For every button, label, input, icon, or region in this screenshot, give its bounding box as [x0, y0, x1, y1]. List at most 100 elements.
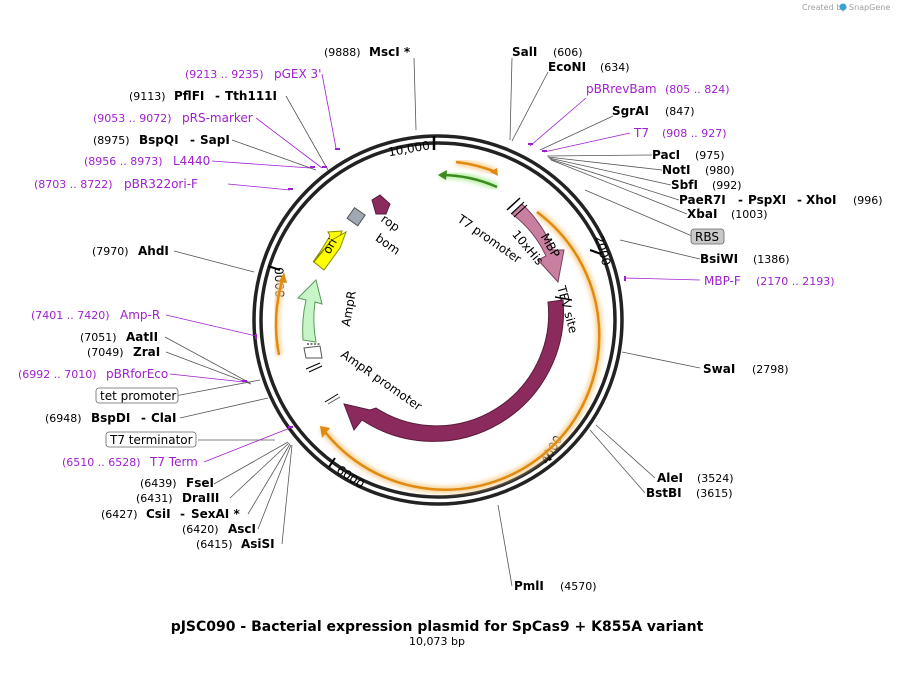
site-fseI-name[interactable]: FseI	[186, 476, 214, 490]
site-bspQI-name[interactable]: BspQI	[139, 133, 179, 147]
primer-marks	[242, 143, 626, 428]
primer-leader-lines	[165, 73, 701, 463]
bom-feature[interactable]	[346, 206, 366, 227]
primer-pBRrevBam-name[interactable]: pBRrevBam	[586, 82, 657, 96]
site-paeR7I-sep2: -	[797, 193, 802, 207]
site-ecoNI-pos: (634)	[600, 61, 630, 74]
site-sgrAI-name[interactable]: SgrAI	[612, 104, 649, 118]
site-claI-name[interactable]: ClaI	[151, 411, 176, 425]
ampr-feature[interactable]	[297, 279, 323, 343]
site-aatII-pos: (7051)	[80, 331, 117, 344]
rbs-label[interactable]: RBS	[695, 230, 719, 244]
backbone-inner-ring	[259, 141, 617, 499]
site-bstBI-name[interactable]: BstBI	[646, 486, 682, 500]
tet-promoter-label[interactable]: tet promoter	[100, 389, 176, 403]
tick-label-2000: 2000	[592, 234, 613, 267]
site-sapI-name[interactable]: SapI	[200, 133, 230, 147]
rbs-box	[690, 228, 725, 245]
t7-terminator-box	[105, 431, 197, 448]
cas9-feature[interactable]	[343, 299, 564, 442]
primer-pGEX3-name[interactable]: pGEX 3'	[274, 67, 321, 81]
tet-promoter-box	[95, 387, 179, 404]
backbone-outer-ring	[252, 134, 624, 506]
site-bspQI-pos: (8975)	[93, 134, 130, 147]
site-mscI-name[interactable]: MscI *	[369, 45, 411, 59]
plasmid-title: pJSC090 - Bacterial expression plasmid f…	[171, 619, 704, 635]
site-asiSI-name[interactable]: AsiSI	[241, 537, 275, 551]
site-xbaI-name[interactable]: XbaI	[687, 207, 717, 221]
primer-pRSmarker-name[interactable]: pRS-marker	[182, 111, 253, 125]
site-aleI-name[interactable]: AleI	[657, 471, 683, 485]
primer-l4440-range: (8956 .. 8973)	[84, 155, 163, 168]
rop-feature[interactable]	[371, 194, 391, 215]
ampr-promoter-box	[303, 345, 323, 359]
primer-t7-name[interactable]: T7	[633, 126, 649, 140]
primer-pBRrevBam-range: (805 .. 824)	[665, 83, 730, 96]
site-sbfI-name[interactable]: SbfI	[671, 178, 698, 192]
credit-app: SnapGene	[849, 3, 890, 12]
site-mscI-pos: (9888)	[324, 46, 361, 59]
site-bspDI-name[interactable]: BspDI	[91, 411, 130, 425]
site-xbaI-pos: (1003)	[731, 208, 768, 221]
primer-pGEX3-range: (9213 .. 9235)	[185, 68, 264, 81]
site-pflFI-pos: (9113)	[129, 90, 166, 103]
site-draIII-pos: (6431)	[136, 492, 173, 505]
site-paeR7I-pos: (996)	[853, 194, 883, 207]
ampr-promoter-label: AmpR promoter	[338, 347, 424, 413]
site-pspXI-name[interactable]: PspXI	[748, 193, 786, 207]
site-ahdI-name[interactable]: AhdI	[138, 244, 169, 258]
site-paeR7I-name[interactable]: PaeR7I	[679, 193, 726, 207]
site-zraI-name[interactable]: ZraI	[133, 345, 160, 359]
leader-lines	[164, 57, 701, 587]
site-bspQI-sep: -	[190, 133, 195, 147]
site-salI-name[interactable]: SalI	[512, 45, 537, 59]
site-paeR7I-sep1: -	[738, 193, 743, 207]
primer-pRSmarker-range: (9053 .. 9072)	[93, 112, 172, 125]
plasmid-size: 10,073 bp	[409, 635, 465, 648]
site-pacI-pos: (975)	[695, 149, 725, 162]
site-swaI-name[interactable]: SwaI	[703, 362, 735, 376]
site-pflFI-name[interactable]: PflFI	[174, 89, 204, 103]
primer-pBR322oriF-name[interactable]: pBR322ori-F	[124, 177, 198, 191]
site-ascI-name[interactable]: AscI	[228, 522, 256, 536]
primer-mbpF-range: (2170 .. 2193)	[756, 275, 835, 288]
site-tth111I-name[interactable]: Tth111I	[225, 89, 277, 103]
site-csiI-name[interactable]: CsiI	[146, 507, 171, 521]
primer-pBRforEco-name[interactable]: pBRforEco	[106, 367, 168, 381]
site-bspDI-sep: -	[141, 411, 146, 425]
site-ahdI-pos: (7970)	[92, 245, 129, 258]
site-csiI-pos: (6427)	[101, 508, 138, 521]
site-bsiWI-pos: (1386)	[753, 253, 790, 266]
site-sexAI-name[interactable]: SexAI *	[191, 507, 240, 521]
site-aatII-name[interactable]: AatII	[126, 330, 158, 344]
mbp-feature[interactable]	[511, 203, 565, 284]
site-pmlI-name[interactable]: PmlI	[514, 579, 544, 593]
site-ecoNI-name[interactable]: EcoNI	[548, 60, 586, 74]
t7-terminator-label[interactable]: T7 terminator	[109, 433, 193, 447]
primer-t7Term-name[interactable]: T7 Term	[149, 455, 198, 469]
orf-arcs	[272, 158, 603, 494]
primer-ampR-range: (7401 .. 7420)	[31, 309, 110, 322]
site-ascI-pos: (6420)	[182, 523, 219, 536]
site-sbfI-pos: (992)	[712, 179, 742, 192]
site-zraI-pos: (7049)	[87, 346, 124, 359]
site-bstBI-pos: (3615)	[696, 487, 733, 500]
snapgene-logo-icon	[839, 3, 847, 11]
site-pacI-name[interactable]: PacI	[652, 148, 680, 162]
site-pflFI-sep: -	[215, 89, 220, 103]
primer-pBR322oriF-range: (8703 .. 8722)	[34, 178, 113, 191]
site-xhoI-name[interactable]: XhoI	[806, 193, 837, 207]
site-fseI-pos: (6439)	[140, 477, 177, 490]
site-notI-name[interactable]: NotI	[662, 163, 691, 177]
bom-label: bom	[373, 231, 403, 258]
site-bsiWI-name[interactable]: BsiWI	[700, 252, 738, 266]
primer-ampR-name[interactable]: Amp-R	[120, 308, 160, 322]
site-sgrAI-pos: (847)	[665, 105, 695, 118]
primer-l4440-name[interactable]: L4440	[173, 154, 210, 168]
site-pmlI-pos: (4570)	[560, 580, 597, 593]
site-salI-pos: (606)	[553, 46, 583, 59]
primer-mbpF-name[interactable]: MBP-F	[704, 274, 741, 288]
site-aleI-pos: (3524)	[697, 472, 734, 485]
site-draIII-name[interactable]: DraIII	[182, 491, 219, 505]
